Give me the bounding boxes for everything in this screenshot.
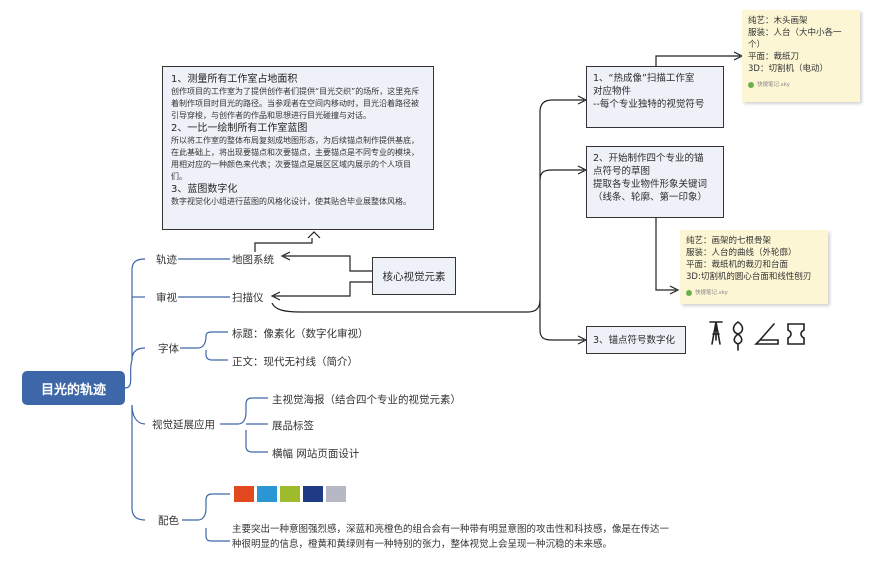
core-visual-node[interactable]: 核心视觉元素: [372, 257, 456, 295]
note-app-icon: [748, 82, 754, 88]
step-1-line-3: --每个专业独特的视觉符号: [593, 99, 705, 110]
branch-color[interactable]: 配色: [158, 515, 179, 527]
color-swatch-orange: [234, 486, 254, 502]
branch-trajectory[interactable]: 轨迹: [156, 254, 177, 266]
process-text-3: 数字视觉化小组进行蓝图的风格化设计，使其贴合毕业展整体风格。: [171, 197, 411, 206]
branch-font[interactable]: 字体: [158, 343, 179, 355]
step-1-line-1: 1、“热成像”扫描工作室: [593, 73, 695, 84]
note-2-footer: 快捷笔记.sky: [686, 287, 822, 299]
branch-visual-ext[interactable]: 视觉延展应用: [152, 419, 215, 431]
note-2-footer-text: 快捷笔记.sky: [695, 290, 728, 296]
process-box[interactable]: 1、测量所有工作室占地面积 创作项目的工作室为了提供创作者们提供“目光交织”的场…: [162, 66, 434, 230]
color-swatch-blue: [257, 486, 277, 502]
step-2-line-4: （线条、轮廓、第一印象）: [593, 192, 708, 203]
note-app-icon: [686, 290, 692, 296]
note-2-line-4: 3D:切割机的圆心台面和线性刨刃: [686, 272, 812, 282]
process-text-2: 所以将工作室的整体布局复刻成地图形态，为后续锚点制作提供基底，在此基础上，将出现…: [171, 136, 419, 181]
note-1-line-4: 平面：裁纸刀: [748, 52, 800, 62]
color-swatch-navy: [303, 486, 323, 502]
note-1-line-2: 服装：人台（大中小各一: [748, 28, 842, 38]
color-description: 主要突出一种意图强烈感，深蓝和亮橙色的组合会有一种带有明显意图的攻击性和科技感，…: [232, 524, 670, 550]
visual-banner-node[interactable]: 横幅 网站页面设计: [272, 448, 360, 460]
step-2-line-2: 点符号的草图: [593, 166, 651, 177]
process-text-1: 创作项目的工作室为了提供创作者们提供“目光交织”的场所，这里充斥着制作项目时目光…: [171, 87, 420, 120]
node-map-system[interactable]: 地图系统: [232, 254, 274, 266]
process-heading-2: 2、一比一绘制所有工作室蓝图: [171, 123, 308, 134]
font-title-node[interactable]: 标题：像素化（数字化审视）: [232, 328, 369, 340]
step-2-line-1: 2、开始制作四个专业的锚: [593, 153, 704, 164]
note-1-line-1: 纯艺：木头画架: [748, 16, 808, 26]
note-2-line-1: 纯艺：画架的七根骨架: [686, 236, 772, 246]
step-3-line-1: 3、锚点符号数字化: [593, 334, 676, 346]
step-3-box[interactable]: 3、锚点符号数字化: [586, 326, 686, 354]
step-1-box[interactable]: 1、“热成像”扫描工作室 对应物件 --每个专业独特的视觉符号: [586, 66, 724, 128]
note-1-line-3: 个）: [748, 40, 766, 50]
step-2-line-3: 提取各专业物件形象关键词: [593, 179, 708, 190]
color-swatch-green: [280, 486, 300, 502]
process-heading-3: 3、蓝图数字化: [171, 184, 238, 195]
note-1-footer: 快捷笔记.sky: [748, 79, 854, 91]
note-1-footer-text: 快捷笔记.sky: [757, 82, 790, 88]
process-heading-1: 1、测量所有工作室占地面积: [171, 74, 298, 85]
font-body-node[interactable]: 正文：现代无衬线（简介）: [232, 356, 358, 368]
step-1-line-2: 对应物件: [593, 86, 632, 97]
node-scanner[interactable]: 扫描仪: [232, 292, 264, 304]
visual-label-node[interactable]: 展品标签: [272, 420, 314, 432]
anchor-symbols-image: [709, 321, 805, 351]
color-swatch-gray: [326, 486, 346, 502]
note-1-line-5: 3D：切割机（电动）: [748, 64, 828, 74]
note-2-line-2: 服装：人台的曲线（外轮廓）: [686, 248, 797, 258]
root-node[interactable]: 目光的轨迹: [22, 371, 125, 405]
step-2-box[interactable]: 2、开始制作四个专业的锚 点符号的草图 提取各专业物件形象关键词 （线条、轮廓、…: [586, 146, 724, 218]
sticky-note-1: 纯艺：木头画架 服装：人台（大中小各一 个） 平面：裁纸刀 3D：切割机（电动）…: [742, 10, 860, 102]
branch-review[interactable]: 审视: [156, 292, 177, 304]
sticky-note-2: 纯艺：画架的七根骨架 服装：人台的曲线（外轮廓） 平面：裁纸机的裁刃和台面 3D…: [680, 230, 828, 304]
visual-poster-node[interactable]: 主视觉海报（结合四个专业的视觉元素）: [272, 394, 461, 406]
note-2-line-3: 平面：裁纸机的裁刃和台面: [686, 260, 789, 270]
